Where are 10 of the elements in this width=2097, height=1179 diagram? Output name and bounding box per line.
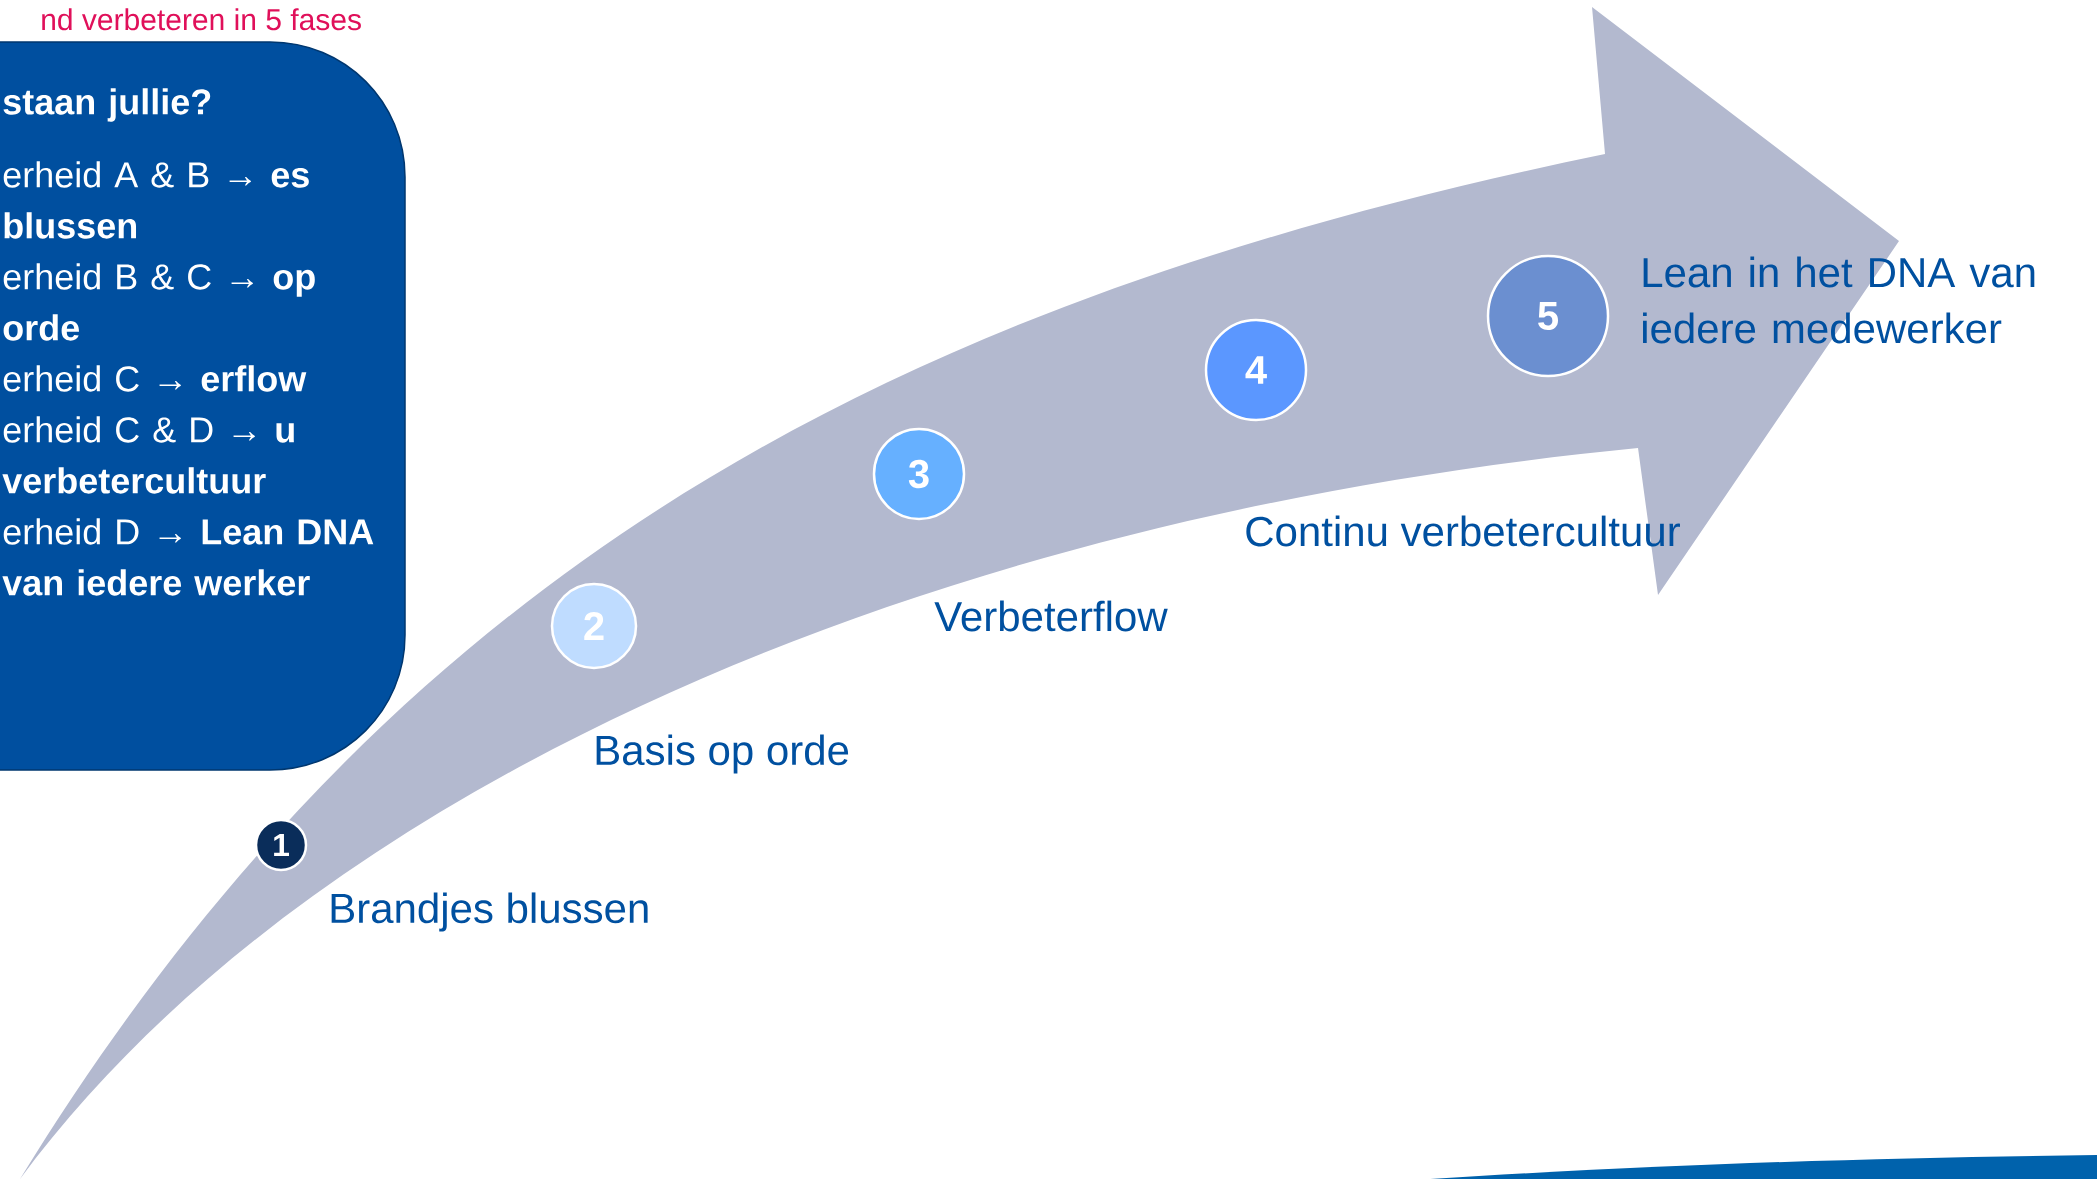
step-label: Basis op orde xyxy=(596,734,849,774)
status-box xyxy=(0,41,406,771)
step-label: Continu verbetercultuur xyxy=(1246,515,1680,547)
title: nd verbeteren in 5 fases xyxy=(42,8,361,31)
step-label: Verbeterflow xyxy=(934,600,1168,632)
list-item: erheid C → erflow xyxy=(3,365,307,392)
list-item: erheid D → Lean DNA van iedere werker xyxy=(2,518,374,596)
step-label: Brandjes blussen xyxy=(331,892,648,932)
box-heading: staan jullie? xyxy=(3,88,211,122)
step-label: Lean in het DNA van iedere medewerker xyxy=(1643,256,2035,344)
